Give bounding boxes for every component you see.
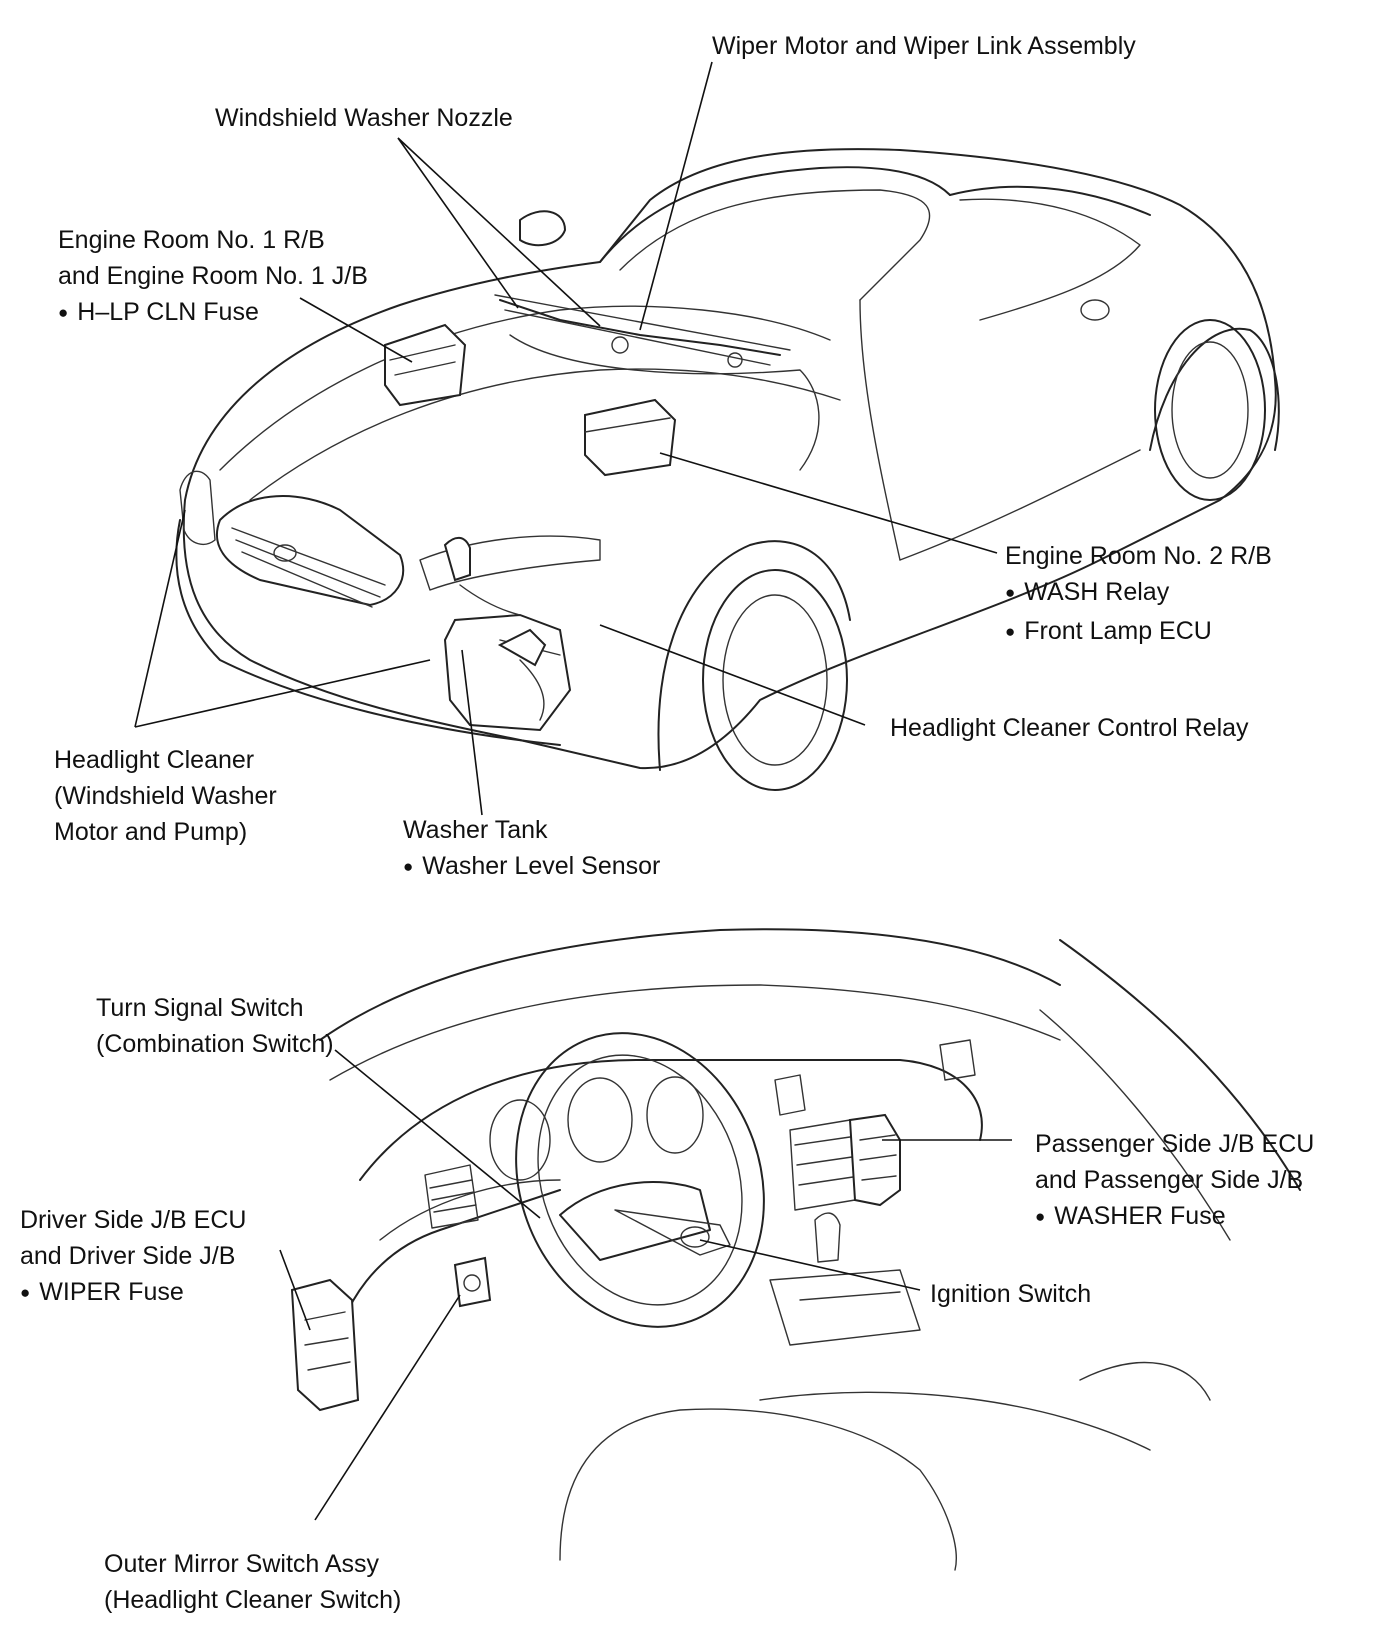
- label-driver-side-jb: Driver Side J/B ECU and Driver Side J/B …: [20, 1202, 246, 1313]
- label-headlight-cleaner-relay: Headlight Cleaner Control Relay: [890, 714, 1249, 742]
- label-outer-mirror-switch: Outer Mirror Switch Assy (Headlight Clea…: [104, 1550, 402, 1614]
- label-engine-room-no2: Engine Room No. 2 R/B WASH Relay Front L…: [1005, 538, 1272, 652]
- interior-illustration: [290, 928, 1301, 1571]
- label-turn-signal-switch: Turn Signal Switch (Combination Switch): [96, 994, 334, 1058]
- label-passenger-side-jb: Passenger Side J/B ECU and Passenger Sid…: [1035, 1126, 1314, 1237]
- top-leader-lines: [134, 61, 998, 816]
- label-washer-tank: Washer Tank Washer Level Sensor: [403, 812, 660, 887]
- label-windshield-washer-nozzle: Windshield Washer Nozzle: [215, 104, 513, 132]
- label-wiper-motor: Wiper Motor and Wiper Link Assembly: [712, 32, 1136, 60]
- label-headlight-cleaner: Headlight Cleaner (Windshield Washer Mot…: [54, 746, 277, 846]
- label-engine-room-no1: Engine Room No. 1 R/B and Engine Room No…: [58, 222, 368, 333]
- label-ignition-switch: Ignition Switch: [930, 1280, 1092, 1308]
- bottom-leader-lines: [279, 1049, 1012, 1521]
- car-illustration: [175, 148, 1280, 791]
